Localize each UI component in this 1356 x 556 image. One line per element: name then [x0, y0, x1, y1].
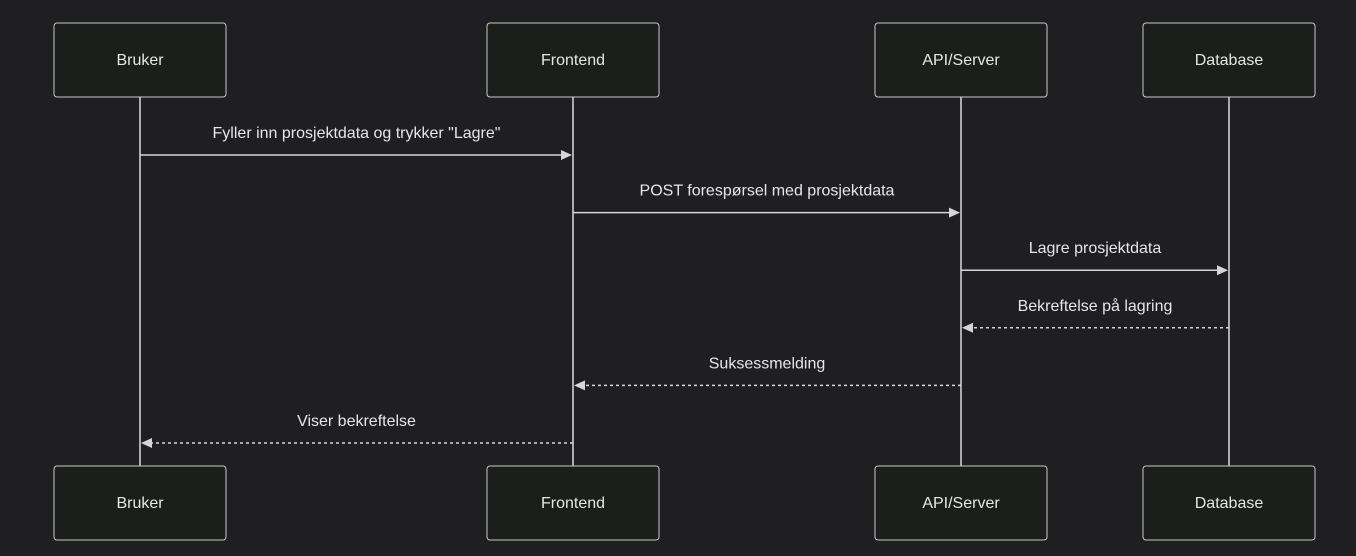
actors-bottom: Bruker Frontend API/Server Database: [53, 465, 1316, 541]
actor-box-api-server-bottom: [874, 465, 1048, 541]
message-label-3: Lagre prosjektdata: [1029, 240, 1162, 257]
actor-box-frontend-top: [486, 22, 660, 98]
lifelines: [139, 97, 1230, 466]
message-label-1: Fyller inn prosjektdata og trykker "Lagr…: [213, 125, 501, 142]
message-arrowhead-2: [949, 207, 960, 218]
actor-label-api-server-bottom: API/Server: [922, 495, 1000, 512]
message-arrowhead-3: [1217, 265, 1228, 276]
message-arrowhead-4: [962, 322, 973, 333]
actor-label-database-bottom: Database: [1195, 495, 1264, 512]
actor-box-frontend-bottom: [486, 465, 660, 541]
message-label-4: Bekreftelse på lagring: [1018, 297, 1173, 315]
actor-label-database-top: Database: [1195, 52, 1264, 69]
actor-label-frontend-bottom: Frontend: [541, 495, 605, 512]
actors-top: Bruker Frontend API/Server Database: [53, 22, 1316, 98]
actor-box-database-bottom: [1142, 465, 1316, 541]
actor-box-database-top: [1142, 22, 1316, 98]
message-arrowhead-6: [141, 438, 152, 448]
actor-box-bruker-top: [53, 22, 227, 98]
actor-label-bruker-bottom: Bruker: [116, 495, 164, 512]
message-label-5: Suksessmelding: [709, 355, 826, 372]
message-label-6: Viser bekreftelse: [297, 413, 416, 430]
message-arrowhead-1: [561, 150, 572, 160]
actor-label-bruker-top: Bruker: [116, 52, 164, 69]
actor-box-bruker-bottom: [53, 465, 227, 541]
actor-label-frontend-top: Frontend: [541, 52, 605, 69]
actor-box-api-server-top: [874, 22, 1048, 98]
actor-label-api-server-top: API/Server: [922, 52, 1000, 69]
message-label-2: POST forespørsel med prosjektdata: [640, 183, 895, 200]
messages: Fyller inn prosjektdata og trykker "Lagr…: [140, 125, 1229, 448]
message-arrowhead-5: [574, 380, 585, 391]
